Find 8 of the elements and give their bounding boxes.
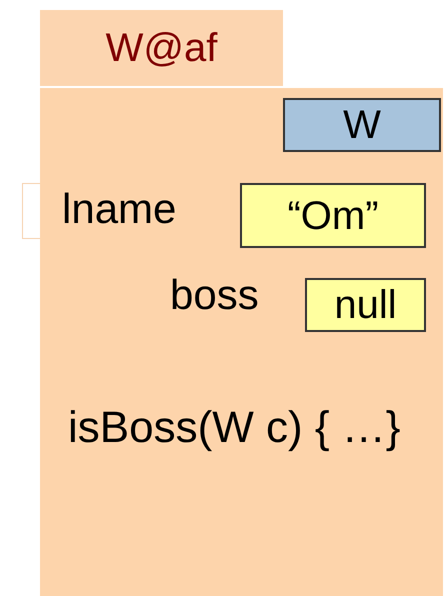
field-value-box: W [283, 98, 441, 152]
object-box [40, 88, 443, 596]
field-value-box: “Om” [240, 183, 426, 248]
object-tab: W@af [40, 10, 283, 86]
field-name: lname [62, 188, 176, 230]
method-text: isBoss(W c) { …} [68, 402, 402, 454]
field-value-box: null [305, 278, 426, 332]
field-name: boss [170, 274, 259, 316]
